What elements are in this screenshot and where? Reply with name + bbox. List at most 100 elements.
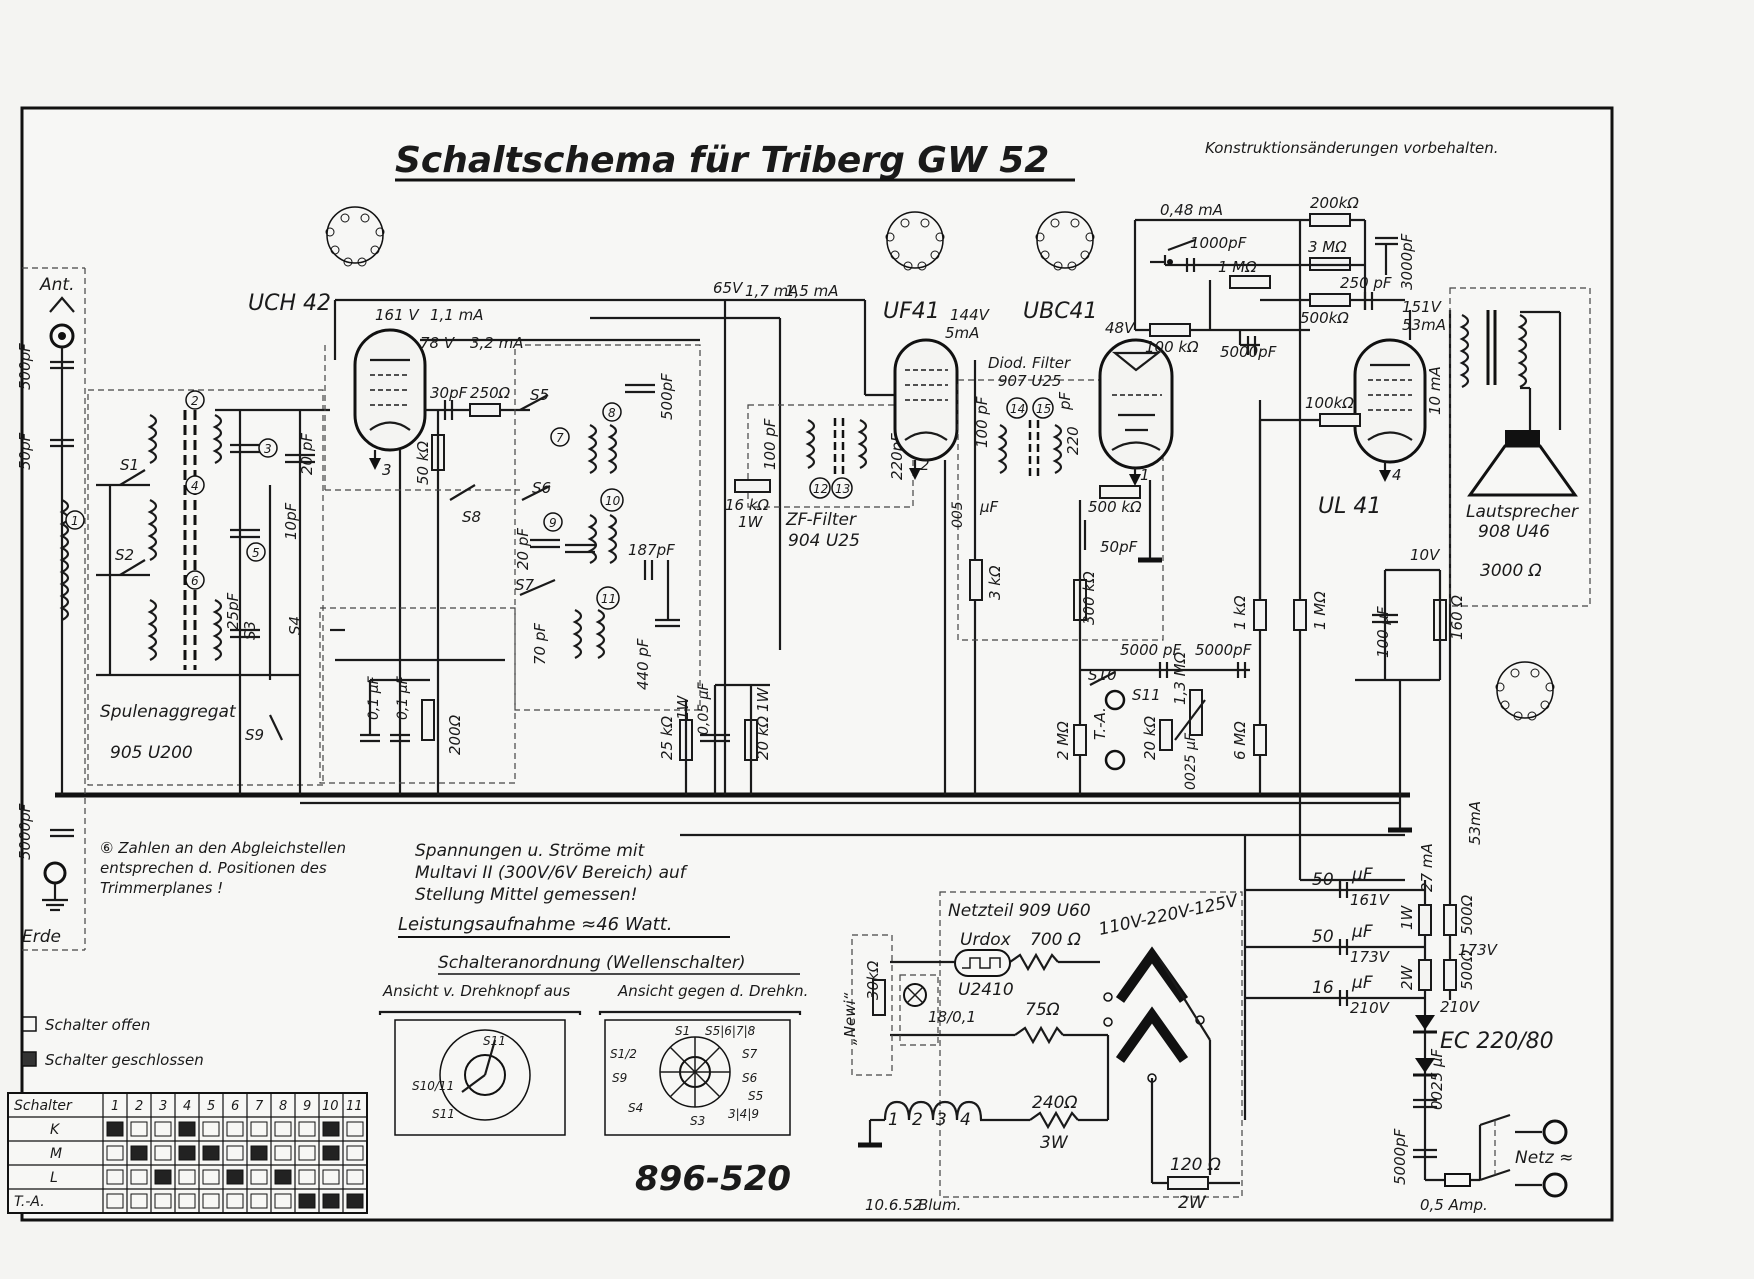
switch-cell-open [250,1121,268,1137]
svg-text:300 kΩ: 300 kΩ [1080,571,1098,625]
svg-text:1,3 MΩ: 1,3 MΩ [1171,651,1189,705]
svg-text:200Ω: 200Ω [446,714,464,755]
svg-text:1,7 mA: 1,7 mA [745,282,799,300]
switch-cell-closed [154,1169,172,1185]
phono-jack-top [1104,689,1126,711]
svg-text:S1/2: S1/2 [610,1047,637,1061]
tube-ubc41-label: UBC41 [1023,299,1098,324]
svg-text:3 kΩ: 3 kΩ [986,565,1004,600]
switch-cell-open [226,1193,244,1209]
svg-text:3,2 mA: 3,2 mA [470,334,524,352]
open-switch-swatch [21,1016,37,1032]
svg-text:30pF: 30pF [430,384,468,402]
svg-text:Spannungen u. Ströme mit: Spannungen u. Ströme mit [415,841,646,861]
svg-text:1 kΩ: 1 kΩ [1231,595,1249,630]
svg-text:0,05 µF: 0,05 µF [696,681,712,735]
svg-text:70 pF: 70 pF [531,623,549,665]
socket-pinout-uf41 [885,211,945,271]
switch-table-header: Schalter [14,1098,73,1114]
switch-legend: Schalter offen Schalter geschlossen [21,1016,204,1069]
switch-cell-closed [202,1145,220,1161]
svg-text:20 kΩ: 20 kΩ [1141,715,1159,760]
svg-text:0025 µF: 0025 µF [1428,1049,1446,1110]
svg-text:0,1 µF: 0,1 µF [366,675,382,720]
svg-text:8: 8 [608,406,616,420]
switch-col-header: 8 [279,1099,287,1114]
switch-cell-closed [106,1121,124,1137]
switch-col-header: 7 [255,1099,264,1114]
mains-terminal-bottom [1542,1172,1568,1198]
svg-text:S8: S8 [462,508,481,526]
switch-col-header: 9 [303,1099,311,1114]
socket-pinout-uch42 [325,206,385,267]
switch-cell-open [274,1145,292,1161]
svg-text:0,48 mA: 0,48 mA [1160,201,1223,219]
switch-cell-open [226,1121,244,1137]
svg-text:48V: 48V [1105,319,1136,337]
svg-text:S10: S10 [1088,666,1117,684]
svg-text:µF: µF [1351,922,1373,942]
svg-text:10pF: 10pF [282,502,300,540]
switch-cell-open [274,1193,292,1209]
svg-text:15: 15 [1036,402,1051,416]
svg-text:151V: 151V [1402,298,1443,316]
zf-filter-label: ZF-Filter [785,510,857,530]
svg-text:16 kΩ: 16 kΩ [725,496,770,514]
switch-cell-open [226,1145,244,1161]
antenna-terminal: Ant. [39,275,75,349]
tube-uch42-label: UCH 42 [248,291,331,316]
switch-cell-open [154,1193,172,1209]
svg-text:1 MΩ: 1 MΩ [1311,591,1329,630]
power-consumption: Leistungsaufnahme ≈46 Watt. [398,914,673,935]
svg-text:3000 Ω: 3000 Ω [1480,561,1542,581]
svg-text:4: 4 [960,1110,971,1130]
svg-text:⑥ Zahlen an den Abgleichstelle: ⑥ Zahlen an den Abgleichstellen [100,839,346,857]
tube-uf41-label: UF41 [883,299,940,324]
svg-text:Ansicht gegen d. Drehkn.: Ansicht gegen d. Drehkn. [617,982,808,1000]
svg-text:3: 3 [264,442,272,456]
signature: Blum. [918,1196,961,1214]
svg-text:S11: S11 [483,1034,506,1048]
svg-text:25pF: 25pF [224,592,242,630]
switch-view-front: S11 S10/11 S11 [378,1010,582,1136]
svg-text:50: 50 [1312,870,1334,890]
svg-text:160 Ω: 160 Ω [1448,595,1466,640]
svg-text:T.-A.: T.-A. [1091,707,1109,740]
switch-cell-open [346,1169,364,1185]
svg-text:27 mA: 27 mA [1418,843,1436,892]
svg-text:10V: 10V [1410,546,1441,564]
svg-text:75Ω: 75Ω [1025,1000,1060,1020]
svg-text:0,5 Amp.: 0,5 Amp. [1420,1196,1488,1214]
svg-text:pF: pF [1056,391,1074,411]
svg-text:53mA: 53mA [1466,801,1484,845]
switch-cell-open [274,1121,292,1137]
svg-text:S4: S4 [286,616,304,635]
svg-text:100 pF: 100 pF [761,418,779,470]
switch-cell-closed [178,1145,196,1161]
switch-cell-closed [274,1169,292,1185]
switch-row-label: M [50,1146,62,1162]
switch-cell-open [106,1193,124,1209]
switch-cell-open [106,1169,124,1185]
svg-text:3000pF: 3000pF [1398,233,1416,290]
svg-text:50 kΩ: 50 kΩ [414,440,432,485]
switch-cell-open [130,1193,148,1209]
svg-text:10 mA: 10 mA [1426,366,1444,415]
rectifier-diode-lower [1413,1058,1437,1077]
switch-col-header: 11 [346,1099,363,1114]
switch-col-header: 3 [159,1099,167,1114]
svg-text:Erde: Erde [22,927,61,947]
svg-text:11: 11 [601,592,616,606]
switch-cell-open [130,1169,148,1185]
svg-text:440 pF: 440 pF [634,638,652,690]
svg-text:144V: 144V [950,306,991,324]
switch-cell-closed [322,1145,340,1161]
switch-cell-closed [178,1121,196,1137]
svg-text:240Ω: 240Ω [1032,1093,1077,1113]
loudspeaker-icon [1467,430,1578,497]
svg-text:5mA: 5mA [945,324,979,342]
switch-view-rear: S1 S5|6|7|8 S1/2 S9 S4 S7 S6 S5 3|4|9 S3 [598,1010,802,1136]
